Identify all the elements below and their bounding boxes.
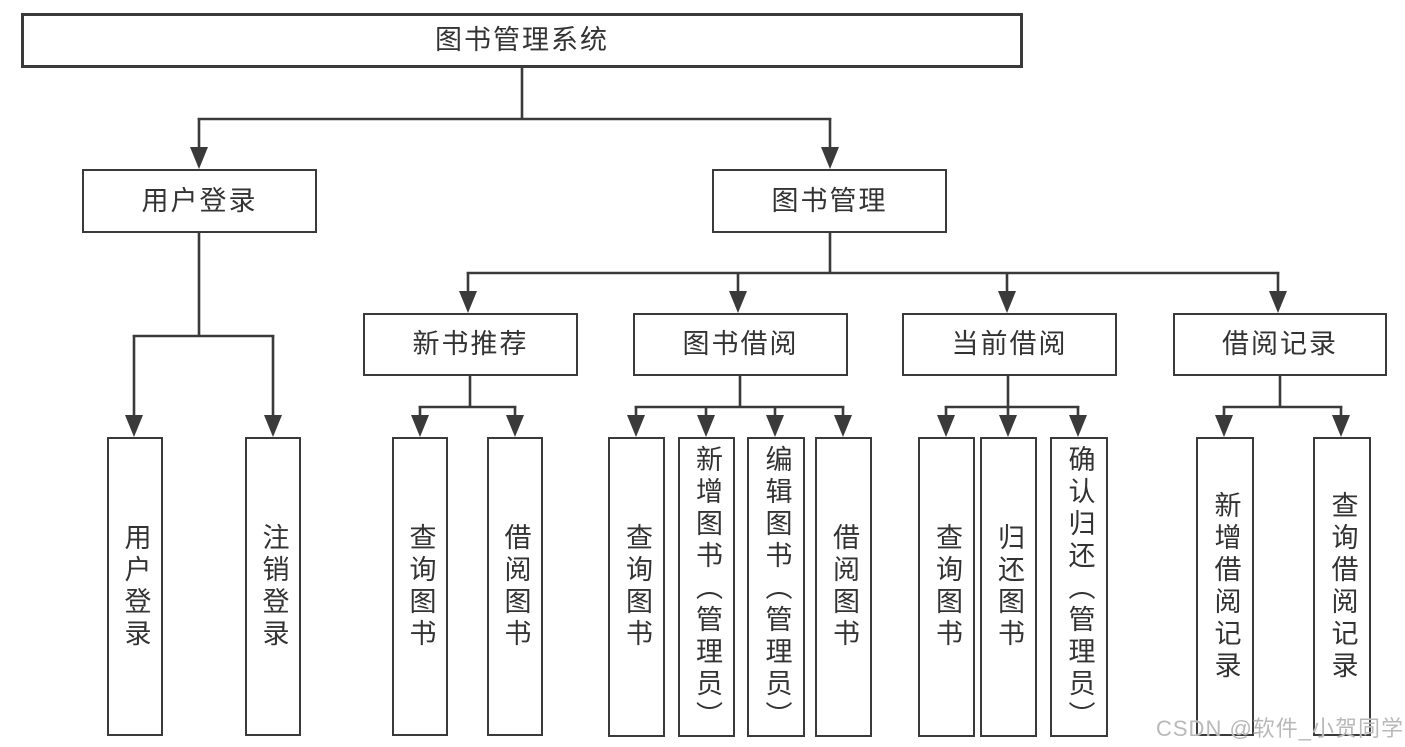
- watermark: CSDN @软件_小贺同学: [1156, 716, 1405, 741]
- node-borrow-record: 借阅记录: [1173, 313, 1387, 376]
- node-new-book-recommend: 新书推荐: [363, 313, 578, 376]
- leaf-confirm-return-admin: 确认归还（管理员）: [1050, 437, 1108, 737]
- node-user-login: 用户登录: [82, 169, 317, 233]
- node-book-management: 图书管理: [712, 169, 947, 233]
- leaf-query-book-current: 查询图书: [918, 437, 975, 737]
- leaf-edit-book-admin: 编辑图书（管理员）: [747, 437, 805, 737]
- leaf-borrow-book: 借阅图书: [815, 437, 872, 737]
- node-book-borrow: 图书借阅: [633, 313, 848, 376]
- leaf-borrow-book-recommend: 借阅图书: [487, 437, 543, 736]
- leaf-user-login: 用户登录: [107, 437, 163, 736]
- node-current-borrow: 当前借阅: [902, 313, 1117, 376]
- leaf-query-book-borrow: 查询图书: [608, 437, 665, 737]
- node-root: 图书管理系统: [21, 13, 1023, 68]
- leaf-logout: 注销登录: [245, 437, 301, 736]
- leaf-query-borrow-record: 查询借阅记录: [1313, 437, 1371, 736]
- leaf-query-book-recommend: 查询图书: [392, 437, 448, 736]
- leaf-add-book-admin: 新增图书（管理员）: [678, 437, 735, 737]
- leaf-add-borrow-record: 新增借阅记录: [1196, 437, 1254, 736]
- leaf-return-book: 归还图书: [980, 437, 1037, 737]
